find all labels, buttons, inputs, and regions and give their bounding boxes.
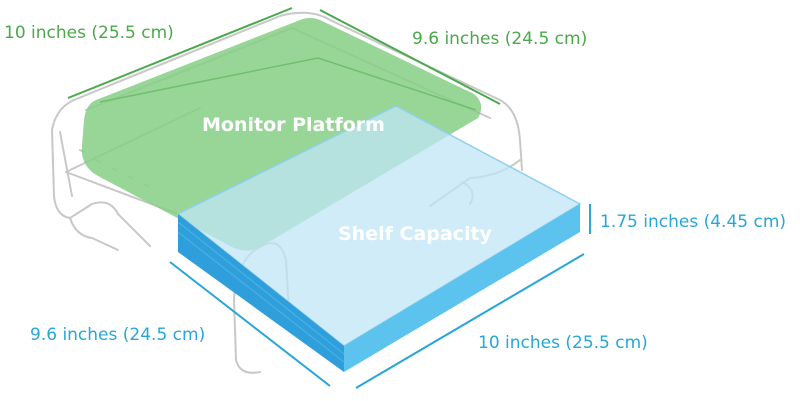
platform-depth-label: 9.6 inches (24.5 cm) (412, 29, 587, 49)
shelf-side-face (344, 204, 580, 372)
platform-width-dim-line (67, 7, 293, 99)
shelf-depth-dim-line (169, 261, 331, 387)
platform-width-label: 10 inches (25.5 cm) (4, 23, 174, 43)
platform-inner-line (99, 57, 477, 111)
shelf-label: Shelf Capacity (338, 223, 493, 245)
shelf-box (176, 105, 582, 372)
shelf-front-face (178, 214, 344, 372)
monitor-platform (81, 18, 482, 251)
shelf-width-dim-line (355, 253, 585, 389)
shelf-depth-label: 9.6 inches (24.5 cm) (30, 325, 205, 345)
shelf-width-label: 10 inches (25.5 cm) (478, 333, 648, 353)
shelf-height-label: 1.75 inches (4.45 cm) (600, 212, 786, 232)
platform-label: Monitor Platform (202, 114, 385, 136)
platform-depth-dim-line (319, 9, 501, 105)
